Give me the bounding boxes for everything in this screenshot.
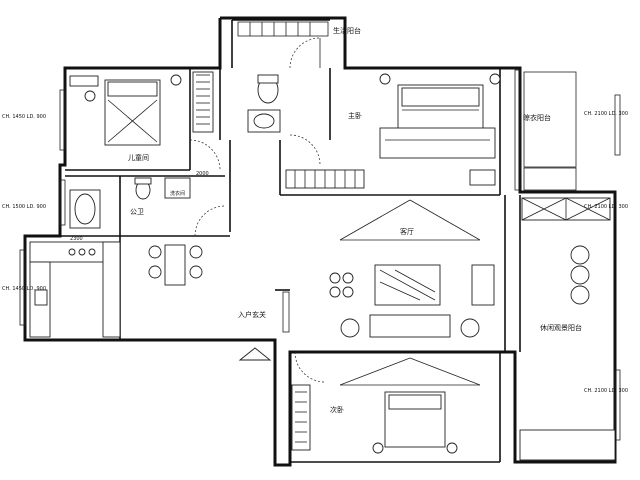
laundry-balcony: 晾衣阳台: [523, 71, 577, 191]
storage-balcony: 生活阳台: [237, 21, 361, 69]
second-bedroom: 次卧: [291, 351, 481, 454]
kitchen: 2300: [29, 236, 121, 338]
dim-right-low: CH. 2100 LD. 300: [584, 388, 628, 394]
room-label-laundry: 晾衣阳台: [523, 113, 551, 122]
room-label-second-bedroom: 次卧: [330, 405, 344, 414]
dining: [148, 244, 203, 286]
room-label-master-bedroom: 主卧: [348, 111, 362, 120]
dim-right-top: CH. 2100 LD. 300: [584, 111, 628, 117]
living-room: 客厅: [329, 194, 495, 338]
room-label-public-bath: 公卫: [130, 208, 144, 216]
room-label-entrance: 入户玄关: [238, 310, 266, 319]
dim-kitchen-width: 2300: [70, 236, 83, 242]
dim-right-mid: CH. 2100 LD. 300: [584, 204, 628, 210]
child-bedroom: 儿童间: [69, 71, 221, 171]
public-bath: 公卫 洗衣间 2000: [69, 171, 226, 237]
dim-bath-width: 2000: [196, 171, 209, 177]
kitchen-label: 洗衣间: [170, 190, 185, 197]
leisure-balcony: 休闲观景阳台: [519, 197, 616, 461]
master-bedroom: 主卧: [285, 73, 501, 189]
dim-left-mid: CH. 1500 LD. 900: [2, 204, 46, 210]
room-label-leisure-balcony: 休闲观景阳台: [540, 323, 582, 332]
room-label-living-room: 客厅: [400, 227, 414, 236]
room-label-child-bedroom: 儿童间: [128, 153, 149, 162]
entrance: 入户玄关: [238, 310, 272, 361]
dim-left-low: CH. 1450 LD. 900: [2, 286, 46, 292]
room-label-storage-balcony: 生活阳台: [333, 26, 361, 35]
dim-left-top: CH. 1450 LD. 900: [2, 114, 46, 120]
windows: [19, 69, 621, 441]
master-bath: [247, 74, 321, 166]
dimension-notes: CH. 1450 LD. 900 CH. 1500 LD. 900 CH. 14…: [2, 111, 628, 394]
